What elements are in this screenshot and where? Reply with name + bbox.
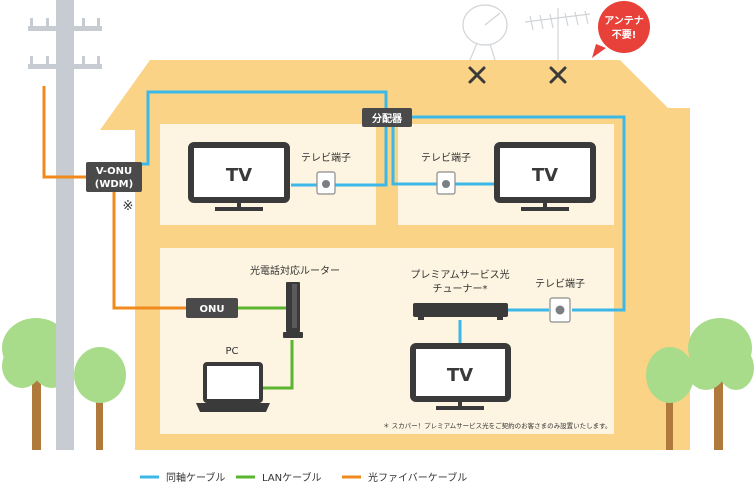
- footnote: ＊ スカパー！プレミアムサービス光をご契約のお客さまのみ設置いたします。: [383, 421, 611, 430]
- satellite-dish-icon: [462, 4, 508, 61]
- legend-fiber-label: 光ファイバーケーブル: [368, 471, 467, 484]
- pc-label: PC: [225, 346, 238, 357]
- laptop-pc-icon: [196, 362, 270, 412]
- tv-upper-left: TV: [188, 142, 290, 211]
- splitter-device: 分配器: [362, 108, 412, 127]
- fiber-cable-to-onu: [112, 192, 186, 310]
- legend-coax-label: 同軸ケーブル: [166, 471, 225, 484]
- antenna-unneeded-badge: アンテナ 不要!: [592, 1, 650, 58]
- badge-line-2: 不要!: [612, 29, 637, 41]
- badge-line-1: アンテナ: [604, 15, 644, 27]
- tv-outlet-lower-icon: [549, 297, 571, 323]
- legend: 同軸ケーブル LANケーブル 光ファイバーケーブル: [140, 471, 467, 484]
- router-device: [283, 282, 303, 338]
- tv-terminal-lower-label: テレビ端子: [535, 277, 585, 290]
- tv-upper-left-label: TV: [226, 165, 252, 186]
- tv-lower: TV: [410, 343, 511, 410]
- tuner-label-2: チューナー*: [433, 283, 488, 295]
- tree-left-small: [74, 347, 126, 450]
- tv-upper-right: TV: [494, 142, 596, 211]
- cross-mark-icon: [468, 66, 486, 84]
- onu-label: ONU: [200, 304, 225, 315]
- utility-pole: [28, 0, 102, 450]
- tuner-label-1: プレミアムサービス光: [410, 268, 509, 281]
- tv-upper-right-label: TV: [532, 165, 558, 186]
- antenna-icon: [524, 8, 591, 60]
- note-mark: ※: [123, 199, 134, 214]
- router-label: 光電話対応ルーター: [250, 264, 340, 277]
- v-onu-label-1: V-ONU: [96, 166, 132, 177]
- lan-cables: [238, 306, 294, 390]
- tv-terminal-upper-right-label: テレビ端子: [421, 151, 471, 164]
- legend-lan-label: LANケーブル: [262, 471, 322, 484]
- tv-lower-label: TV: [447, 365, 473, 386]
- v-onu-device: V-ONU (WDM): [86, 162, 142, 192]
- fiber-cable-pole: [42, 86, 92, 179]
- tv-outlet-upper-right-icon: [436, 171, 456, 195]
- tv-outlet-upper-left-icon: [316, 171, 336, 195]
- tv-terminal-upper-left-label: テレビ端子: [301, 151, 351, 164]
- onu-device: ONU: [186, 298, 238, 318]
- splitter-label: 分配器: [372, 112, 403, 125]
- tree-right-large: [686, 318, 754, 450]
- tuner-device: [413, 303, 508, 320]
- v-onu-label-2: (WDM): [95, 179, 133, 190]
- tree-right-small: [646, 347, 694, 450]
- cross-mark-icon: [549, 66, 567, 84]
